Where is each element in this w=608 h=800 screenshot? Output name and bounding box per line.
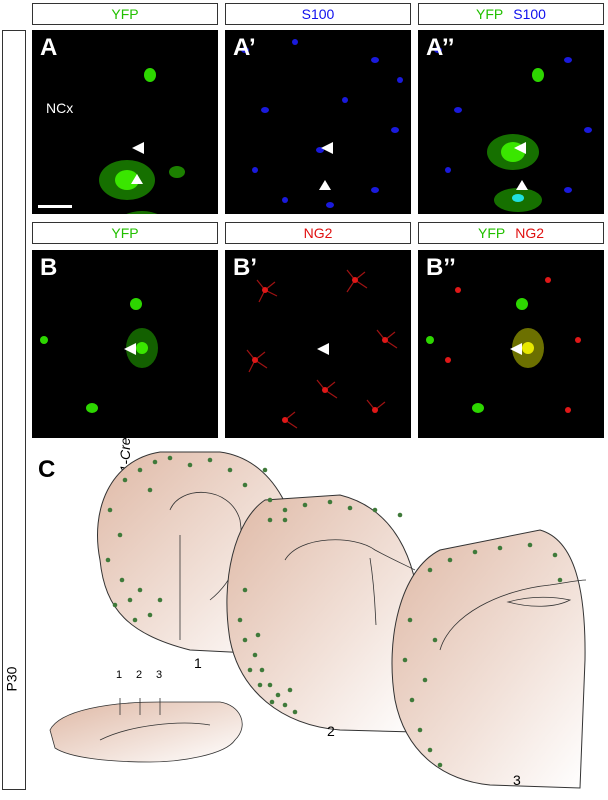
yfp-cell-dots (105, 455, 563, 768)
header-a-yfp-text: YFP (111, 6, 139, 22)
panel-label-a-double-prime: A’’ (426, 34, 455, 61)
panel-label-b-prime: B’ (233, 254, 257, 281)
panel-a-yfp: A NCx (32, 30, 218, 214)
panel-c-illustration (49, 451, 587, 789)
region-label: NCx (46, 100, 74, 116)
panel-label-a: A (40, 34, 58, 61)
section-2-outline (226, 494, 421, 733)
panel-b-ng2-image (246, 269, 398, 429)
header-a-yfp: YFP (32, 3, 218, 25)
panel-b-merge: B’’ (418, 250, 604, 438)
panel-b-ng2: B’ (225, 250, 411, 438)
sagittal-brain-outline (49, 701, 243, 763)
header-a-merge-yfp: YFP (476, 6, 504, 22)
header-b-merge-yfp: YFP (477, 225, 506, 241)
panel-a-s100: A’ (225, 30, 411, 214)
header-a-s100-text: S100 (301, 6, 335, 22)
panel-a-yfp-image (38, 68, 185, 214)
panel-b-yfp: B (32, 250, 218, 438)
header-b-ng2: NG2 (225, 222, 411, 244)
panel-a-merge: A’’ (418, 30, 604, 214)
header-a-merge-s100: S100 (513, 6, 546, 22)
header-a-merge: YFP S100 (418, 3, 604, 25)
panel-a-s100-image (241, 39, 403, 208)
panel-label-b: B (40, 254, 58, 281)
panel-label-b-double-prime: B’’ (426, 254, 456, 281)
section-number-2: 2 (327, 723, 335, 739)
sagittal-mark-3: 3 (156, 669, 163, 681)
header-b-yfp-text: YFP (111, 225, 139, 241)
age-label: P30 (3, 666, 20, 692)
header-b-yfp: YFP (32, 222, 218, 244)
panel-a-merge-image (434, 47, 592, 212)
sagittal-mark-1: 1 (116, 669, 123, 681)
side-label-bar: Nkx5-1-Cre;R26R-YFP P30 (2, 30, 133, 790)
header-b-merge-ng2: NG2 (515, 225, 545, 241)
sagittal-mark-2: 2 (136, 669, 143, 681)
section-number-1: 1 (194, 655, 202, 671)
panel-label-c: C (38, 456, 56, 483)
header-b-ng2-text: NG2 (303, 225, 333, 241)
section-number-3: 3 (513, 772, 521, 788)
header-a-s100: S100 (225, 3, 411, 25)
panel-label-a-prime: A’ (233, 34, 256, 61)
header-b-merge: YFP NG2 (418, 222, 604, 244)
panel-b-yfp-image (40, 298, 158, 413)
section-3-outline (391, 529, 586, 789)
panel-b-merge-image (426, 277, 581, 413)
